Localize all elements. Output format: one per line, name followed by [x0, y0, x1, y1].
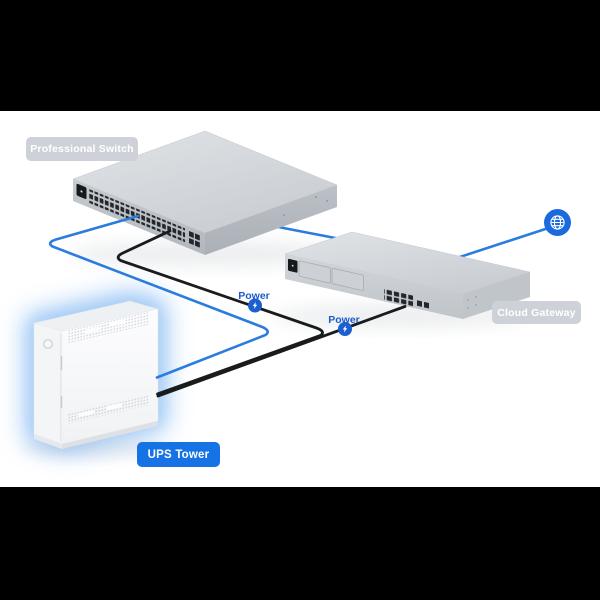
gateway-screws: [467, 296, 477, 309]
power-marker-1: [248, 298, 262, 313]
ups-base-side: [62, 421, 158, 449]
professional-switch-badge: Professional Switch: [26, 137, 138, 161]
power-marker-2: [338, 322, 352, 336]
ups-power-button: [43, 339, 53, 349]
gateway-right-face: [463, 272, 530, 319]
network-cable-switch-ups: [48, 214, 269, 379]
ups-vent-slots: [78, 319, 126, 417]
cloud-gateway-badge: Cloud Gateway: [492, 301, 581, 324]
gateway-drive-bay-1: [298, 260, 331, 284]
switch-display-dot: [80, 190, 83, 193]
gateway-sfp-ports: [417, 300, 429, 309]
power-label-gateway: Power: [328, 314, 360, 326]
globe-icon: [544, 209, 571, 236]
ups-base-front: [34, 434, 62, 449]
ups-tower-badge: UPS Tower: [137, 442, 220, 467]
gateway-display-dot: [291, 264, 294, 267]
power-cable-ups-switch: [116, 229, 324, 396]
gateway-port-block: [384, 288, 413, 308]
switch-sfp-ports: [189, 230, 200, 248]
power-cable-ups-gateway: [156, 305, 407, 398]
ups-vent-top: [68, 312, 148, 344]
lightning-bolt-icon: [342, 325, 348, 333]
letterbox-top-bar: [0, 0, 600, 111]
gateway-drive-bay-2: [331, 267, 364, 291]
switch-screws: [283, 196, 328, 216]
power-label-switch: Power: [238, 290, 270, 302]
lightning-bolt-icon: [252, 302, 258, 309]
cloud-gateway-device: [284, 231, 531, 319]
ups-tower-device: [33, 300, 159, 449]
switch-right-face: [205, 185, 337, 255]
letterbox-bottom-bar: [0, 487, 600, 600]
professional-switch-device: [72, 130, 338, 255]
